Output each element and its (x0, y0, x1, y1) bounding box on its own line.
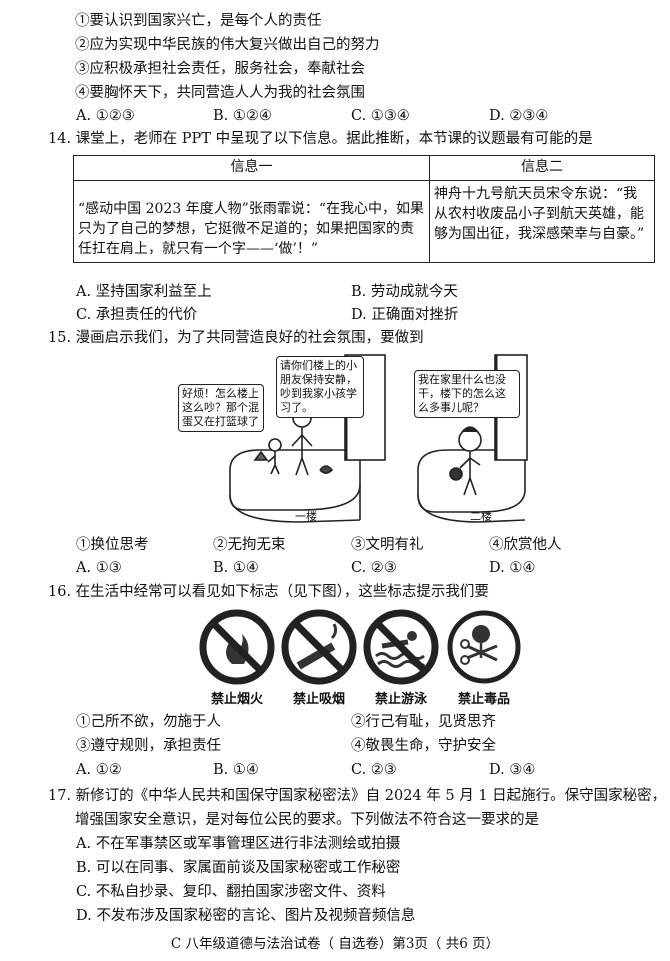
q14-option-c[interactable]: C. 承担责任的代价 (76, 307, 198, 323)
q16-stem: 16. 在生活中经常可以看见如下标志（见下图），这些标志提示我们要 (48, 584, 489, 600)
q15-item-2: ②无拘无束 (213, 537, 286, 553)
q17-option-d[interactable]: D. 不发布涉及国家秘密的言论、图片及视频音频信息 (76, 908, 416, 924)
floor2-caption: 二楼 (470, 510, 492, 523)
q17-stem-line1: 17. 新修订的《中华人民共和国保守国家秘密法》自 2024 年 5 月 1 日… (48, 788, 667, 804)
q16-item-1: ①己所不欲，勿施于人 (76, 714, 221, 730)
sign-label-no-smoking: 禁止吸烟 (292, 692, 345, 707)
q15-item-4: ④欣赏他人 (489, 537, 562, 553)
q16-item-3: ③遵守规则，承担责任 (76, 738, 221, 754)
q13-item-3: ③应积极承担社会责任，服务社会，奉献社会 (75, 61, 365, 77)
q14-option-d[interactable]: D. 正确面对挫折 (351, 307, 459, 323)
q13-option-b[interactable]: B. ①②④ (213, 108, 272, 124)
sign-label-no-fire: 禁止烟火 (210, 692, 263, 707)
no-drugs-icon (447, 610, 521, 684)
q15-option-b[interactable]: B. ①④ (213, 560, 259, 576)
q17-option-b[interactable]: B. 可以在同事、家属面前谈及国家秘密或工作秘密 (76, 860, 401, 876)
q16-option-a[interactable]: A. ①② (76, 762, 122, 778)
sign-label-no-drugs: 禁止毒品 (457, 692, 510, 707)
q13-item-4: ④要胸怀天下，共同营造人人为我的社会氛围 (75, 85, 365, 101)
q16-option-d[interactable]: D. ③④ (489, 762, 536, 778)
table-cell-1: “感动中国 2023 年度人物”张雨霏说：“在我心中，如果只为了自己的梦想，它挺… (73, 180, 430, 263)
q15-option-a[interactable]: A. ①③ (76, 560, 122, 576)
no-fire-icon (199, 609, 275, 685)
q16-item-4: ④敬畏生命，守护安全 (351, 738, 496, 754)
table-cell-2: 神舟十九号航天员宋令东说：“我从农村收废品小子到航天英雄，能够为国出征，我深感荣… (429, 180, 655, 263)
no-swimming-icon (363, 609, 439, 685)
q16-option-c[interactable]: C. ②③ (351, 762, 397, 778)
speech-bubble-floor2-kid: 我在家里什么也没干，楼下的怎么这么多事儿呢？ (414, 370, 520, 418)
q17-option-c[interactable]: C. 不私自抄录、复印、翻拍国家涉密文件、资料 (76, 884, 386, 900)
q14-info-table: 信息一 信息二 “感动中国 2023 年度人物”张雨霏说：“在我心中，如果只为了… (73, 155, 655, 263)
q17-stem-line2: 增强国家安全意识，是对每位公民的要求。下列做法不符合这一要求的是 (75, 812, 539, 828)
q17-option-a[interactable]: A. 不在军事禁区或军事管理区进行非法测绘或拍摄 (76, 836, 401, 852)
q15-item-1: ①换位思考 (76, 537, 149, 553)
q13-item-2: ②应为实现中华民族的伟大复兴做出自己的努力 (75, 37, 380, 53)
q15-item-3: ③文明有礼 (351, 537, 424, 553)
sign-label-no-swimming: 禁止游泳 (374, 692, 427, 707)
q16-option-b[interactable]: B. ①④ (213, 762, 259, 778)
page-footer: C 八年级道德与法治试卷（ 自选卷）第3页（ 共6 页） (170, 936, 500, 952)
speech-bubble-floor1-adult: 好烦！怎么楼上这么吵？那个混蛋又在打篮球了 (178, 384, 264, 432)
q15-option-c[interactable]: C. ②③ (351, 560, 397, 576)
table-header-2: 信息二 (429, 155, 655, 181)
q13-option-a[interactable]: A. ①②③ (76, 108, 135, 124)
q13-option-c[interactable]: C. ①③④ (351, 108, 410, 124)
q14-option-b[interactable]: B. 劳动成就今天 (351, 284, 458, 300)
q13-item-1: ①要认识到国家兴亡，是每个人的责任 (75, 13, 322, 29)
floor1-caption: 一楼 (295, 510, 317, 523)
q14-stem: 14. 课堂上，老师在 PPT 中呈现了以下信息。据此推断，本节课的议题最有可能… (48, 131, 593, 147)
q13-option-d[interactable]: D. ②③④ (489, 108, 549, 124)
no-smoking-icon (281, 609, 357, 685)
q15-stem: 15. 漫画启示我们，为了共同营造良好的社会氛围，要做到 (48, 330, 424, 346)
q16-item-2: ②行己有耻，见贤思齐 (351, 714, 496, 730)
q15-option-d[interactable]: D. ①④ (489, 560, 536, 576)
q14-option-a[interactable]: A. 坚持国家利益至上 (76, 284, 212, 300)
table-header-1: 信息一 (73, 155, 430, 181)
speech-bubble-neighbor: 请你们楼上的小朋友保持安静，吵到我家小孩学习了。 (276, 356, 364, 418)
